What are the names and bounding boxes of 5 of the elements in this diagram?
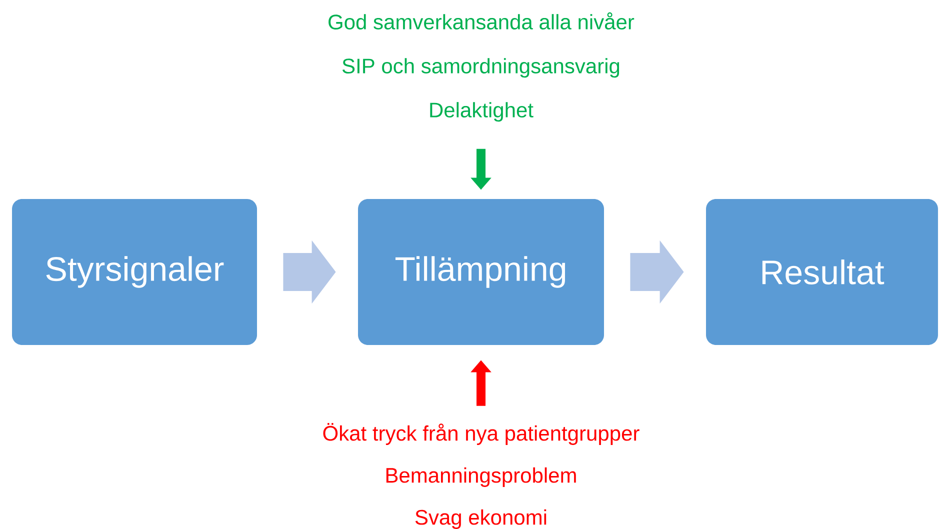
process-box: Resultat: [706, 199, 938, 345]
factor-list: God samverkansanda alla nivåer SIP och samordningsansvarig Delaktighet: [328, 12, 634, 122]
process-box: Styrsignaler: [12, 199, 257, 345]
factor-list: Ökat tryck från nya patientgrupper Bemanningsproblem Svag ekonomi: [323, 423, 640, 529]
process-box: Tillämpning: [358, 199, 604, 345]
